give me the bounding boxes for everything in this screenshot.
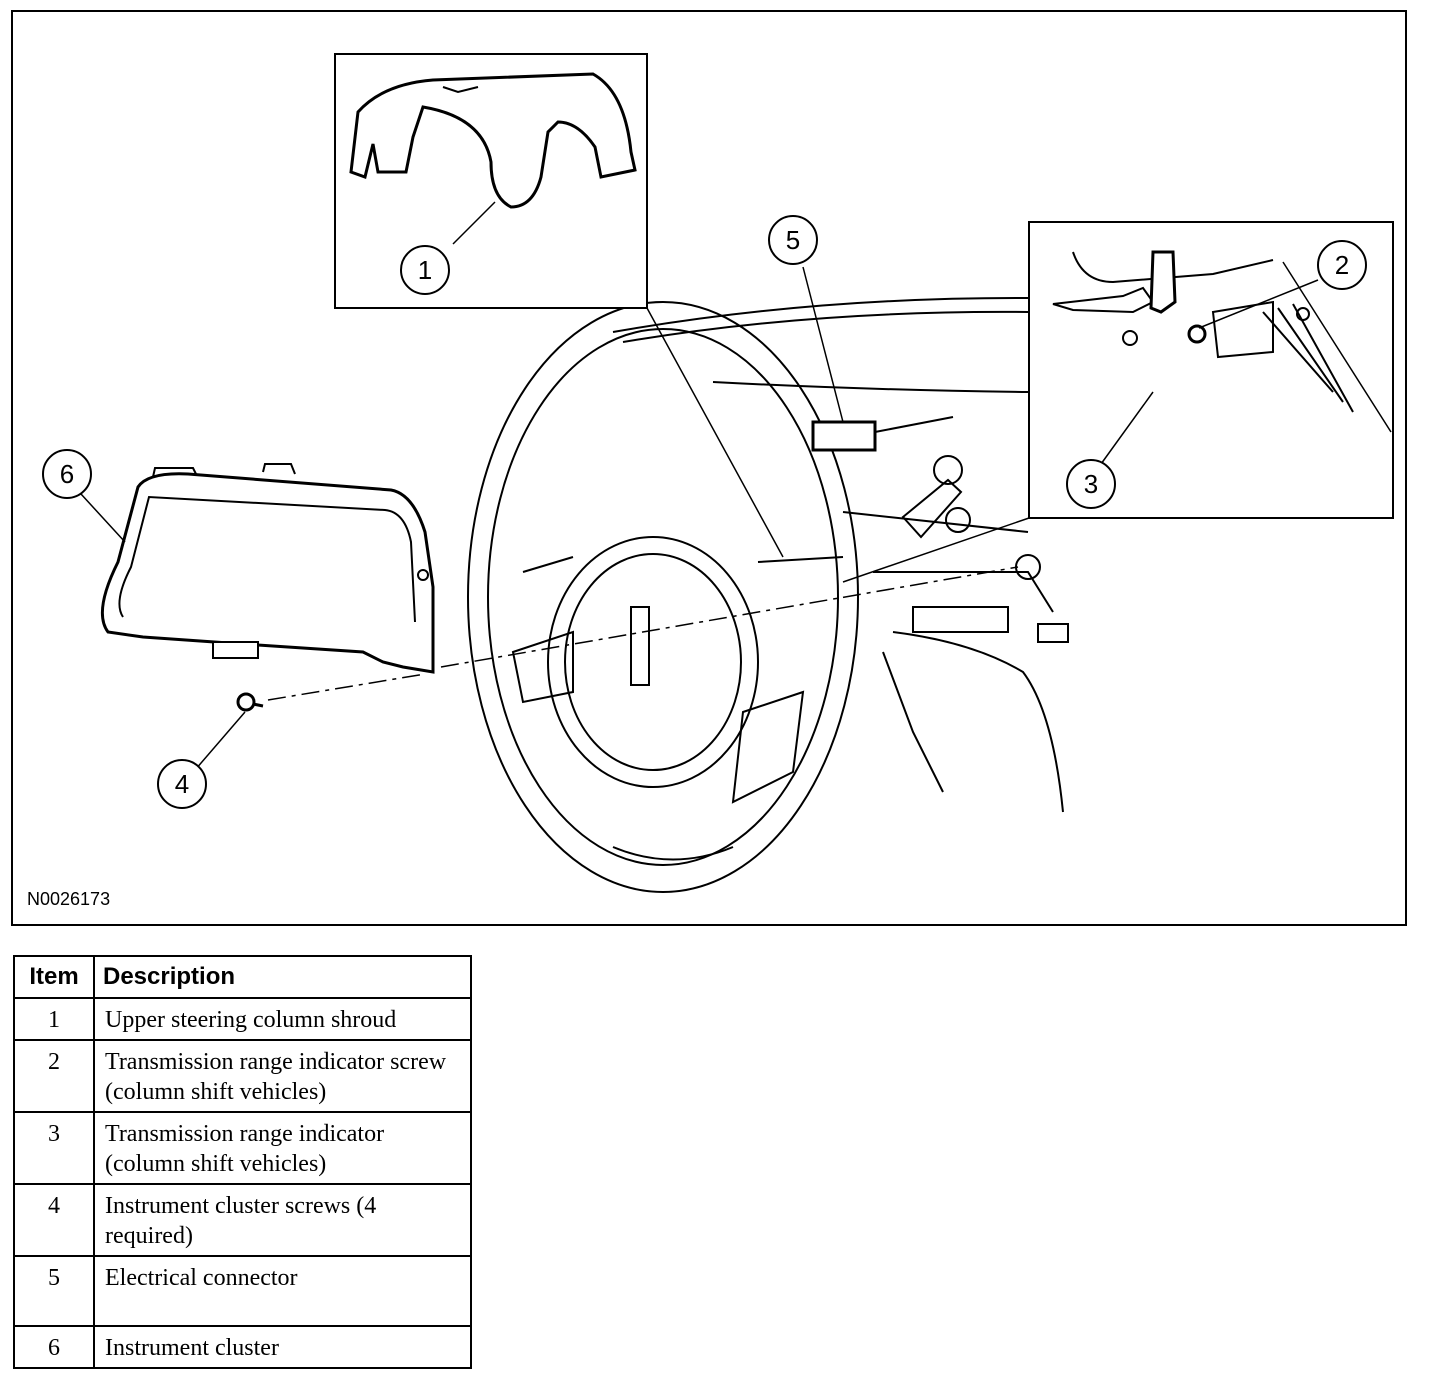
legend-row: 2 Transmission range indicator screw (co… xyxy=(13,1039,472,1113)
legend-item-number: 1 xyxy=(13,997,95,1041)
callout-5-label: 5 xyxy=(786,225,800,255)
legend-item-description: Instrument cluster xyxy=(93,1325,472,1369)
legend-item-description: Transmission range indicator (column shi… xyxy=(93,1111,472,1185)
legend-table: Item Description 1 Upper steering column… xyxy=(13,955,472,1369)
instrument-cluster xyxy=(100,463,435,674)
legend-item-number: 3 xyxy=(13,1111,95,1185)
legend-row: 6 Instrument cluster xyxy=(13,1325,472,1369)
instrument-panel xyxy=(612,296,1069,813)
callout-4: 4 xyxy=(157,759,207,809)
diagram-canvas: 1 2 3 4 5 6 xyxy=(42,53,1394,893)
legend-row: 3 Transmission range indicator (column s… xyxy=(13,1111,472,1185)
callout-3-label: 3 xyxy=(1084,469,1098,499)
legend-row: 4 Instrument cluster screws (4 required) xyxy=(13,1183,472,1257)
legend-header-row: Item Description xyxy=(13,955,472,999)
legend-item-number: 5 xyxy=(13,1255,95,1327)
leader-lines xyxy=(80,201,1319,771)
figure-id: N0026173 xyxy=(27,889,111,909)
callout-2: 2 xyxy=(1317,240,1367,290)
callout-6-label: 6 xyxy=(60,459,74,489)
steering-wheel xyxy=(467,301,859,893)
diagram-figure: 1 2 3 4 5 6 N0026173 xyxy=(11,10,1407,926)
legend-item-description: Upper steering column shroud xyxy=(93,997,472,1041)
callout-1-label: 1 xyxy=(418,255,432,285)
legend-item-description: Electrical connector xyxy=(93,1255,472,1327)
callout-4-label: 4 xyxy=(175,769,189,799)
legend-item-description: Instrument cluster screws (4 required) xyxy=(93,1183,472,1257)
callout-5: 5 xyxy=(768,215,818,265)
legend-item-number: 4 xyxy=(13,1183,95,1257)
electrical-connector xyxy=(811,416,954,452)
legend-header-item: Item xyxy=(13,955,95,999)
legend-row: 1 Upper steering column shroud xyxy=(13,997,472,1041)
inset-shroud xyxy=(334,53,648,309)
transmission-range-indicator-screw xyxy=(1187,324,1207,344)
legend-header-description: Description xyxy=(93,955,472,999)
legend-item-number: 6 xyxy=(13,1325,95,1369)
upper-steering-column-shroud xyxy=(349,72,637,209)
callout-1: 1 xyxy=(400,245,450,295)
alignment-lines xyxy=(267,566,1019,701)
legend-item-description: Transmission range indicator screw (colu… xyxy=(93,1039,472,1113)
callout-6: 6 xyxy=(42,449,92,499)
callout-2-label: 2 xyxy=(1335,250,1349,280)
callout-3: 3 xyxy=(1066,459,1116,509)
instrument-cluster-screw xyxy=(236,692,264,712)
transmission-range-indicator xyxy=(1149,250,1177,314)
legend-row: 5 Electrical connector xyxy=(13,1255,472,1327)
legend-item-number: 2 xyxy=(13,1039,95,1113)
